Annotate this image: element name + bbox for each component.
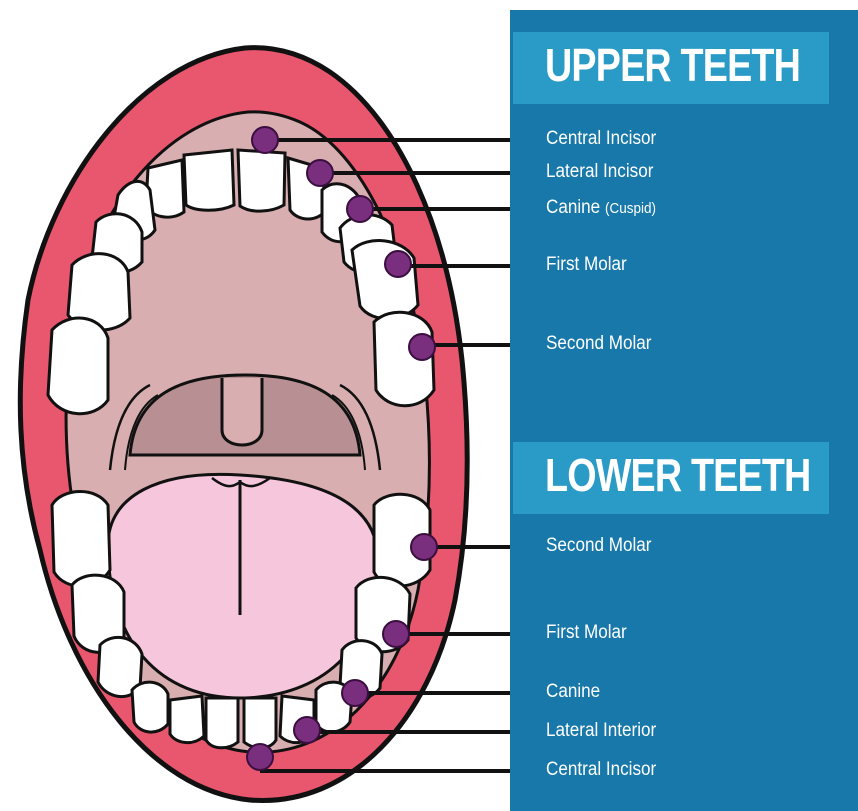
tongue	[108, 474, 378, 698]
upper-second-molar-left	[48, 318, 108, 414]
marker-upper-lateral-incisor	[307, 160, 333, 186]
marker-lower-central-incisor	[247, 744, 273, 770]
lower-lateral-left	[170, 696, 204, 743]
label-upper-second-molar: Second Molar	[546, 333, 652, 355]
label-lower-lateral: Lateral Interior	[546, 720, 656, 742]
marker-upper-second-molar	[409, 334, 435, 360]
label-upper-first-molar: First Molar	[546, 254, 627, 276]
upper-first-molar-right	[352, 241, 418, 319]
marker-upper-central-incisor	[252, 127, 278, 153]
lower-second-molar-left	[52, 491, 110, 586]
upper-central-incisor-left	[184, 150, 234, 210]
upper-teeth-heading-box: UPPER TEETH	[513, 32, 829, 104]
lower-central-incisor-left	[206, 698, 238, 748]
lower-canine-left	[132, 682, 168, 732]
upper-teeth-heading: UPPER TEETH	[545, 38, 800, 92]
label-upper-canine-name: Canine	[546, 197, 600, 218]
upper-central-incisor-right	[238, 150, 285, 211]
marker-lower-second-molar	[411, 534, 437, 560]
lower-central-incisor-right	[244, 698, 276, 748]
marker-lower-first-molar	[383, 621, 409, 647]
marker-lower-lateral	[294, 717, 320, 743]
label-lower-first-molar: First Molar	[546, 622, 627, 644]
label-upper-canine-note: (Cuspid)	[605, 200, 656, 217]
label-lower-central-incisor: Central Incisor	[546, 759, 656, 781]
uvula	[222, 378, 262, 445]
lower-teeth-heading-box: LOWER TEETH	[513, 442, 829, 514]
marker-upper-canine	[347, 196, 373, 222]
marker-lower-canine	[342, 680, 368, 706]
label-upper-central-incisor: Central Incisor	[546, 128, 656, 150]
label-lower-canine: Canine	[546, 681, 600, 703]
label-upper-lateral-incisor: Lateral Incisor	[546, 161, 653, 183]
marker-upper-first-molar	[385, 251, 411, 277]
label-lower-second-molar: Second Molar	[546, 535, 652, 557]
lower-teeth-heading: LOWER TEETH	[545, 448, 810, 502]
label-upper-canine: Canine (Cuspid)	[546, 197, 656, 219]
